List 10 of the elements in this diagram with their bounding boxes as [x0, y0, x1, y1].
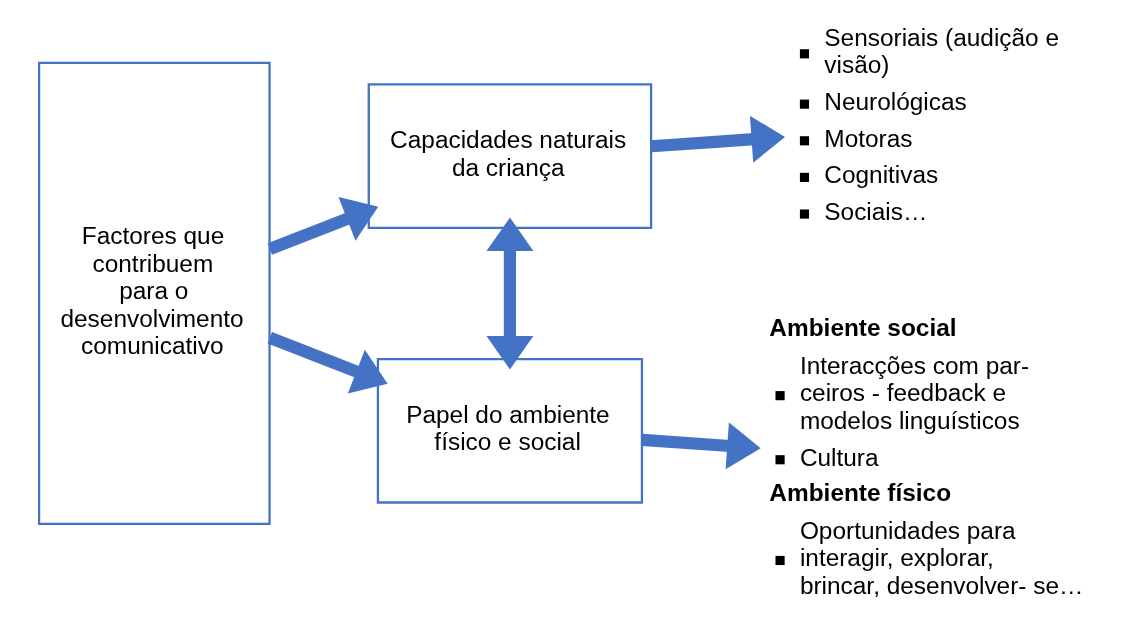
arrow: [267, 197, 378, 255]
node-box: Papel do ambiente físico e social: [376, 357, 643, 504]
node-box: Capacidades naturais da criança: [367, 83, 652, 229]
arrow: [641, 422, 761, 470]
arrow: [267, 332, 388, 394]
arrow: [650, 115, 785, 163]
node-text: Ambiente social Interacções com par- ceiros - feedback e modelos linguísticos Cultura Ambiente físico Oportunidades para interagir, explorar, brincar, desenvolver- se…: [768, 313, 1083, 599]
node-text: Sensoriais (audição e visão) Neurológicas Motoras Cognitivas Sociais…: [823, 23, 1059, 225]
arrow: [485, 217, 533, 370]
node-box: Factores que contribuem para o desenvolvimento comunicativo: [37, 61, 271, 525]
